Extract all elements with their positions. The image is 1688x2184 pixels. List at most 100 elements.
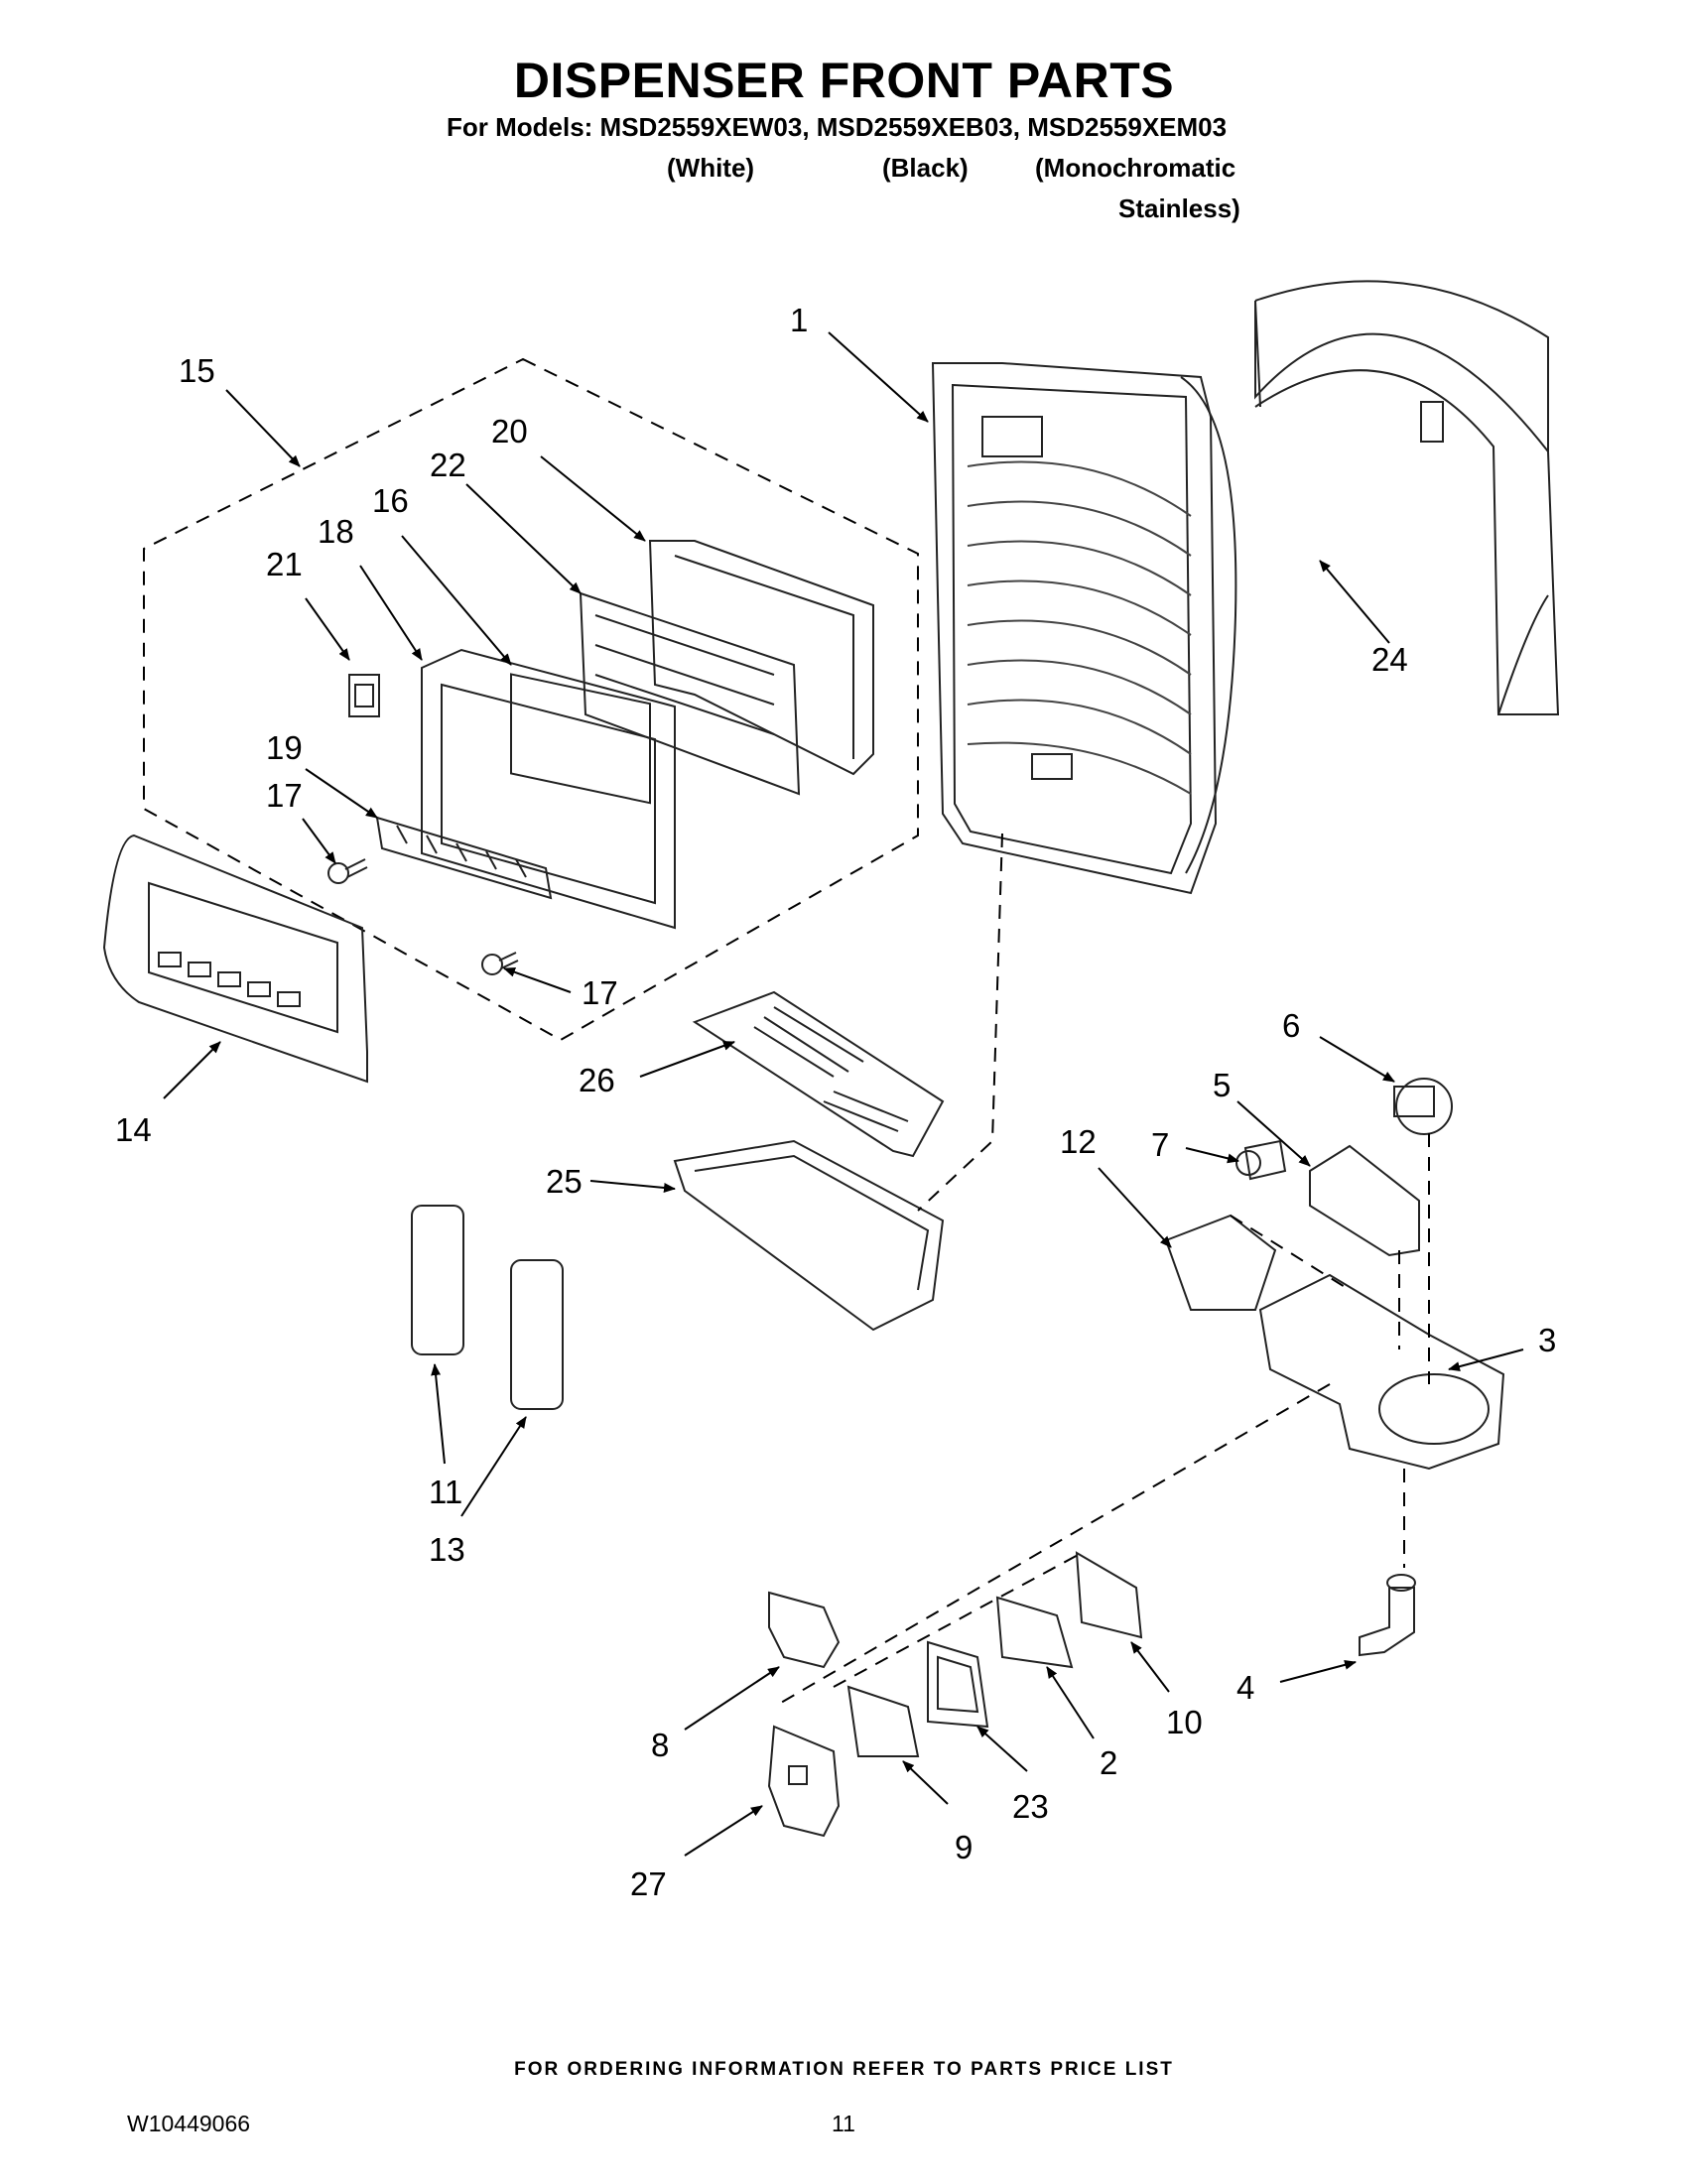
part-20-cover-plate [648,540,874,776]
part-8-switch [768,1591,841,1669]
callout-19: 19 [266,729,303,766]
callout-17-upper: 17 [266,777,303,814]
part-4-elbow [1359,1574,1416,1657]
variant-black: (Black) [882,153,969,183]
callout-23: 23 [1012,1788,1049,1825]
arrow-11 [431,1363,446,1465]
part-23-gasket [927,1640,989,1729]
callout-25: 25 [546,1163,583,1200]
part-18-frame [421,648,676,930]
arrow-7 [1185,1147,1239,1164]
arrow-19 [305,768,378,819]
arrow-12 [1098,1167,1172,1248]
part-26-grille [692,990,945,1158]
ordering-note: FOR ORDERING INFORMATION REFER TO PARTS … [514,2059,1174,2080]
part-5-bracket [1309,1144,1420,1257]
callout-1: 1 [790,302,808,338]
callout-3: 3 [1538,1322,1556,1358]
part-9-foam [846,1685,920,1757]
arrow-2 [1046,1666,1095,1739]
arrow-14 [163,1041,221,1099]
callout-arrows [163,331,1524,1857]
document-id: W10449066 [127,2111,251,2136]
part-17-screw-upper [327,858,368,884]
part-6-actuator [1393,1078,1453,1135]
callout-21: 21 [266,546,303,582]
callout-6: 6 [1282,1007,1300,1044]
part-7-pin [1235,1139,1287,1181]
part-11-pad [411,1205,464,1355]
arrow-15 [225,389,301,467]
part-21-switch [348,674,380,717]
part-22-control-board [579,591,801,796]
part-19-button-strip [375,816,553,900]
callout-4: 4 [1236,1669,1254,1706]
part-10-door [1075,1551,1143,1639]
callout-17-lower: 17 [582,974,618,1011]
arrow-9 [902,1760,949,1805]
callout-8: 8 [651,1727,669,1763]
arrow-5 [1236,1100,1311,1167]
callout-12: 12 [1060,1123,1097,1160]
callout-9: 9 [955,1829,973,1865]
leader-housing-to-tray [917,833,1003,1212]
callout-22: 22 [430,447,466,483]
assembly-15-boundary [143,357,919,1042]
variant-white: (White) [667,153,755,183]
arrow-17-lower [503,967,572,993]
leader-door-series [833,1552,1083,1688]
arrow-10 [1130,1641,1170,1693]
part-2-insulation [995,1596,1074,1669]
variant-monochromatic: (Monochromatic [1035,153,1236,183]
callout-7: 7 [1151,1126,1169,1163]
callout-15: 15 [179,352,215,389]
arrow-4 [1279,1659,1357,1683]
part-3-housing-base [1258,1273,1505,1471]
callout-labels: 1 2 3 4 5 6 7 8 9 10 11 12 13 14 15 16 1… [115,302,1556,1902]
arrow-22 [465,483,582,594]
leader-12-to-3 [1230,1215,1351,1291]
callout-5: 5 [1213,1067,1231,1103]
variant-stainless: Stainless) [1118,193,1240,223]
arrow-20 [540,455,646,542]
part-1-housing [931,362,1237,895]
part-13-pad [510,1259,564,1410]
arrow-25 [589,1180,676,1193]
arrow-26 [639,1041,735,1078]
arrow-23 [976,1726,1028,1772]
callout-18: 18 [318,513,354,550]
arrow-17-upper [302,818,336,864]
arrow-13 [460,1416,527,1517]
callout-24: 24 [1371,641,1408,678]
callout-14: 14 [115,1111,152,1148]
arrow-18 [359,565,423,661]
part-24-cover [1254,280,1560,715]
callout-10: 10 [1166,1704,1203,1740]
callout-2: 2 [1100,1744,1117,1781]
part-27-door-assembly [767,1725,841,1838]
callout-13: 13 [429,1531,465,1568]
arrow-6 [1319,1036,1395,1083]
part-25-drip-tray [673,1139,945,1332]
arrow-3 [1448,1349,1524,1371]
part-17-screw-lower [481,952,519,975]
part-12-chute [1164,1214,1277,1311]
arrow-1 [828,331,929,423]
part-16-gasket [510,673,651,805]
arrow-27 [684,1805,763,1857]
page-number: 11 [832,2111,855,2136]
arrow-24 [1319,560,1390,644]
page-title: DISPENSER FRONT PARTS [513,53,1175,108]
leader-3-to-27 [773,1383,1331,1708]
callout-16: 16 [372,482,409,519]
callout-20: 20 [491,413,528,450]
part-14-front-panel [102,834,368,1084]
callout-11: 11 [429,1474,462,1510]
arrow-16 [401,535,512,666]
models-line: For Models: MSD2559XEW03, MSD2559XEB03, … [447,112,1228,142]
callout-26: 26 [579,1062,615,1098]
arrow-21 [305,597,350,661]
arrow-8 [684,1666,780,1731]
callout-27: 27 [630,1865,667,1902]
